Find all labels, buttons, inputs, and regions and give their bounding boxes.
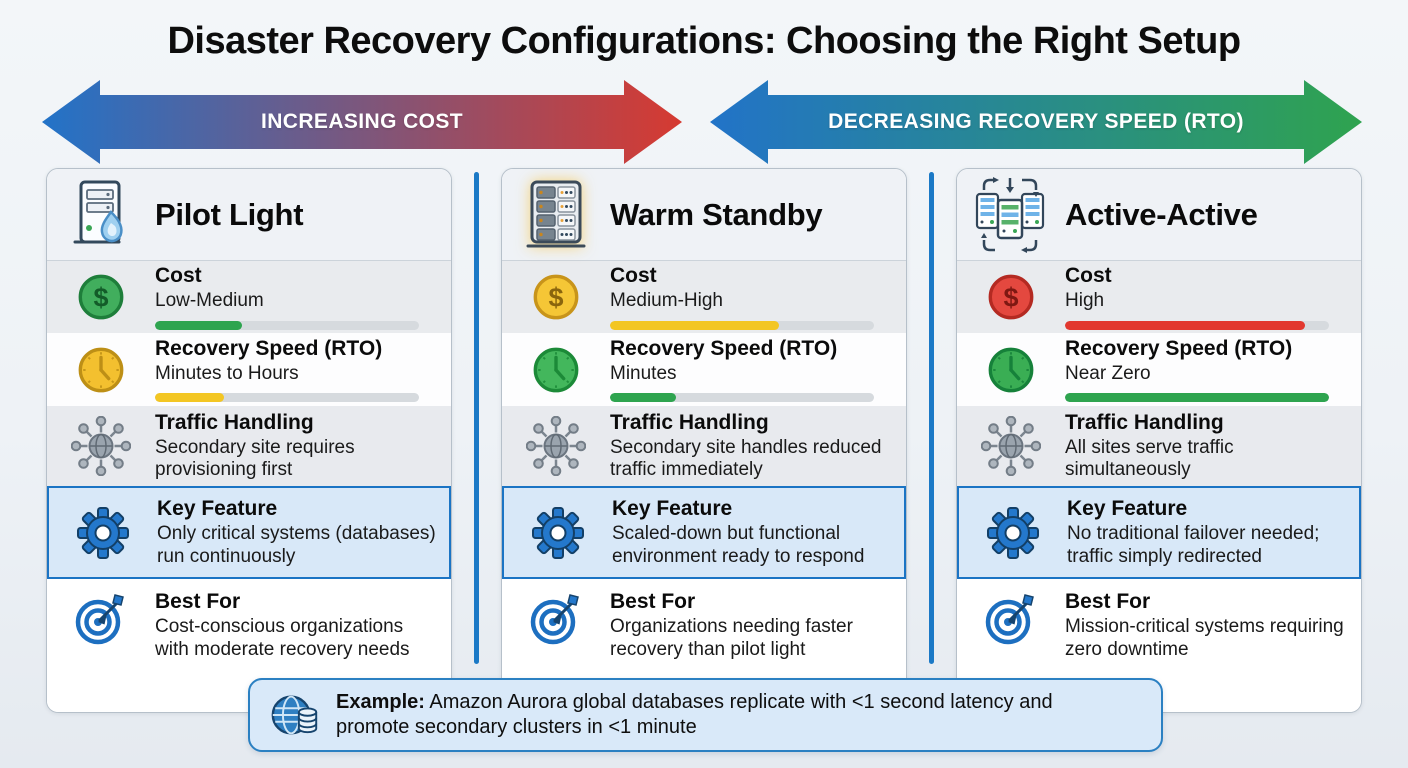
- dollar-coin-icon: $: [47, 271, 155, 323]
- dollar-coin-icon: $: [502, 271, 610, 323]
- recovery-row: Recovery Speed (RTO) Minutes to Hours: [47, 333, 451, 406]
- server-rack-icon: [514, 174, 596, 256]
- best-for-value: Cost-conscious organizations with modera…: [155, 616, 410, 660]
- cost-value: Low-Medium: [155, 290, 264, 312]
- target-icon: [47, 591, 155, 647]
- gradient-arrow-shape: [42, 80, 682, 164]
- key-feature-row: Key Feature Scaled-down but functional e…: [502, 486, 906, 579]
- traffic-label: Traffic Handling: [155, 410, 314, 434]
- column-divider: [929, 172, 934, 664]
- traffic-label: Traffic Handling: [610, 410, 769, 434]
- key-feature-row: Key Feature No traditional failover need…: [957, 486, 1361, 579]
- recovery-row: Recovery Speed (RTO) Minutes: [502, 333, 906, 406]
- example-text: Example: Amazon Aurora global databases …: [336, 690, 1066, 740]
- column-divider: [474, 172, 479, 664]
- gear-icon: [504, 505, 612, 561]
- cost-label: Cost: [610, 264, 657, 288]
- column-active-active: Active-Active $ Cost High: [956, 168, 1362, 713]
- cost-value: Medium-High: [610, 290, 723, 312]
- column-warm-standby: Warm Standby $ Cost Medium-High: [501, 168, 907, 713]
- gear-icon: [49, 505, 157, 561]
- multi-server-sync-icon: [969, 174, 1051, 256]
- recovery-bar: [155, 393, 419, 403]
- recovery-label: Recovery Speed (RTO): [155, 336, 383, 360]
- best-for-label: Best For: [610, 590, 696, 613]
- cost-row: $ Cost High: [957, 261, 1361, 333]
- key-feature-label: Key Feature: [612, 497, 733, 521]
- best-for-value: Mission-critical systems requiring zero …: [1065, 616, 1344, 660]
- clock-icon: [502, 344, 610, 396]
- cost-label: Cost: [155, 264, 202, 288]
- column-title: Warm Standby: [610, 196, 823, 232]
- globe-database-icon: [268, 688, 322, 742]
- target-icon: [957, 591, 1065, 647]
- decreasing-recovery-speed-arrow: DECREASING RECOVERY SPEED (RTO): [710, 80, 1362, 164]
- cost-value: High: [1065, 290, 1105, 312]
- recovery-label: Recovery Speed (RTO): [610, 336, 838, 360]
- decreasing-recovery-speed-label: DECREASING RECOVERY SPEED (RTO): [828, 110, 1244, 133]
- cost-row: $ Cost Low-Medium: [47, 261, 451, 333]
- column-header: Warm Standby: [502, 169, 906, 261]
- clock-icon: [47, 344, 155, 396]
- traffic-value: Secondary site requires provisioning fir…: [155, 436, 355, 481]
- cost-row: $ Cost Medium-High: [502, 261, 906, 333]
- cost-bar: [610, 320, 874, 330]
- gear-icon: [959, 505, 1067, 561]
- example-body: Amazon Aurora global databases replicate…: [336, 691, 1053, 738]
- network-hub-icon: [47, 416, 155, 476]
- traffic-value: Secondary site handles reduced traffic i…: [610, 436, 882, 481]
- recovery-row: Recovery Speed (RTO) Near Zero: [957, 333, 1361, 406]
- column-title: Active-Active: [1065, 196, 1258, 232]
- gradient-arrow-shape: [710, 80, 1362, 164]
- key-feature-value: No traditional failover needed; traffic …: [1067, 523, 1320, 567]
- traffic-label: Traffic Handling: [1065, 410, 1224, 434]
- key-feature-label: Key Feature: [1067, 497, 1188, 521]
- recovery-label: Recovery Speed (RTO): [1065, 336, 1293, 360]
- column-header: Pilot Light: [47, 169, 451, 261]
- increasing-cost-label: INCREASING COST: [260, 110, 463, 133]
- column-header: Active-Active: [957, 169, 1361, 261]
- recovery-bar: [1065, 393, 1329, 403]
- key-feature-row: Key Feature Only critical systems (datab…: [47, 486, 451, 579]
- cost-bar: [155, 320, 419, 330]
- target-icon: [502, 591, 610, 647]
- svg-text:$: $: [549, 283, 564, 313]
- cost-bar: [1065, 320, 1329, 330]
- cost-label: Cost: [1065, 264, 1112, 288]
- best-for-label: Best For: [1065, 590, 1151, 613]
- svg-text:$: $: [1004, 283, 1019, 313]
- example-label: Example:: [336, 691, 425, 713]
- key-feature-label: Key Feature: [157, 497, 278, 521]
- column-title: Pilot Light: [155, 196, 304, 232]
- example-callout: Example: Amazon Aurora global databases …: [248, 678, 1163, 752]
- dollar-coin-icon: $: [957, 271, 1065, 323]
- best-for-value: Organizations needing faster recovery th…: [610, 616, 853, 660]
- recovery-value: Minutes to Hours: [155, 362, 299, 384]
- recovery-value: Near Zero: [1065, 362, 1151, 384]
- traffic-value: All sites serve traffic simultaneously: [1065, 436, 1234, 481]
- increasing-cost-arrow: INCREASING COST: [42, 80, 682, 164]
- traffic-row: Traffic Handling Secondary site requires…: [47, 406, 451, 486]
- key-feature-value: Scaled-down but functional environment r…: [612, 523, 865, 567]
- recovery-bar: [610, 393, 874, 403]
- page-title: Disaster Recovery Configurations: Choosi…: [167, 20, 1241, 62]
- svg-text:$: $: [94, 283, 109, 313]
- key-feature-value: Only critical systems (databases) run co…: [157, 523, 436, 567]
- clock-icon: [957, 344, 1065, 396]
- network-hub-icon: [957, 416, 1065, 476]
- traffic-row: Traffic Handling All sites serve traffic…: [957, 406, 1361, 486]
- server-tower-flame-icon: [59, 174, 141, 256]
- recovery-value: Minutes: [610, 362, 677, 384]
- column-pilot-light: Pilot Light $ Cost Low-Medium: [46, 168, 452, 713]
- network-hub-icon: [502, 416, 610, 476]
- traffic-row: Traffic Handling Secondary site handles …: [502, 406, 906, 486]
- best-for-label: Best For: [155, 590, 241, 613]
